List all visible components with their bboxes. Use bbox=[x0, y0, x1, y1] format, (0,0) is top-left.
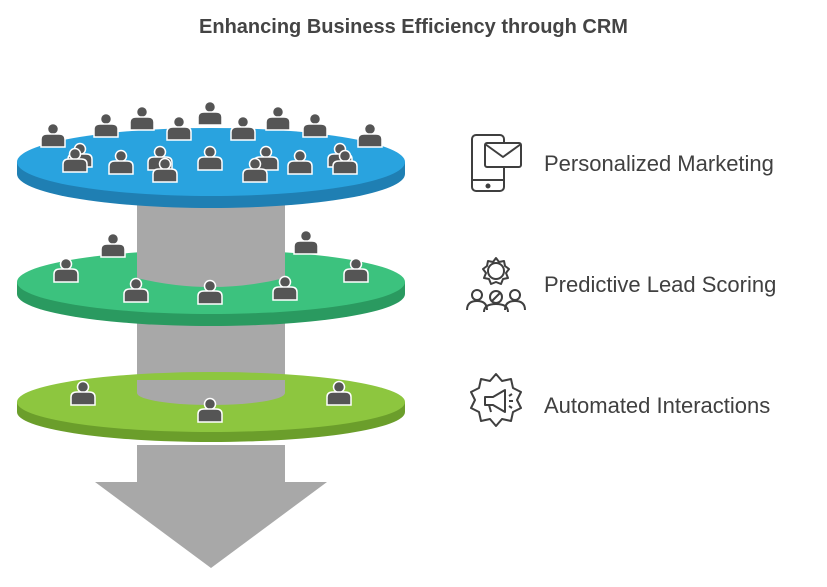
person-icon bbox=[293, 229, 319, 255]
person-icon bbox=[302, 112, 328, 138]
layer-predictive-lead-scoring bbox=[17, 229, 405, 326]
person-icon bbox=[100, 232, 126, 258]
person-icon bbox=[265, 105, 291, 131]
person-icon bbox=[40, 122, 66, 148]
down-arrow bbox=[95, 445, 327, 568]
person-icon bbox=[129, 105, 155, 131]
label-automated-interactions: Automated Interactions bbox=[544, 393, 771, 418]
diagram-title: Enhancing Business Efficiency through CR… bbox=[199, 16, 628, 38]
gear-megaphone-icon bbox=[470, 373, 522, 427]
phone-mail-icon bbox=[471, 134, 522, 192]
person-icon bbox=[93, 112, 119, 138]
layer-personalized-marketing bbox=[17, 100, 405, 208]
label-predictive-lead-scoring: Predictive Lead Scoring bbox=[544, 272, 777, 297]
layer-automated-interactions bbox=[17, 372, 405, 442]
person-icon bbox=[230, 115, 256, 141]
person-icon bbox=[197, 100, 223, 126]
people-gear-icon bbox=[466, 257, 526, 313]
person-icon bbox=[357, 122, 383, 148]
person-icon bbox=[166, 115, 192, 141]
label-personalized-marketing: Personalized Marketing bbox=[544, 151, 774, 176]
